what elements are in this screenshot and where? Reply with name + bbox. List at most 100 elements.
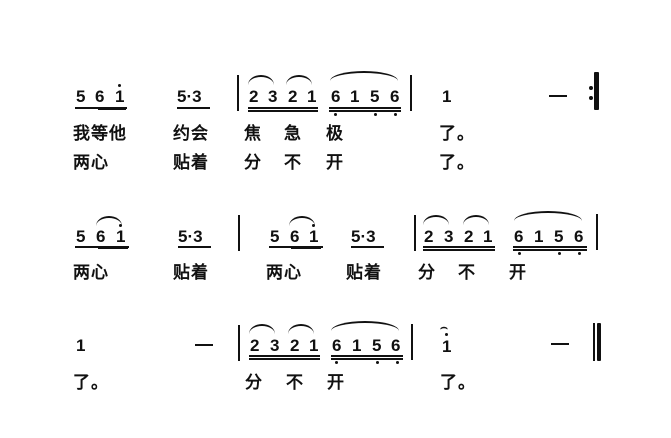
sixteenth-beam [98, 109, 126, 110]
sixteenth-beam [329, 107, 401, 109]
eighth-beam [351, 246, 384, 248]
note: 1 [442, 87, 452, 106]
sixteenth-beam [249, 355, 320, 357]
final-barline-thick [597, 323, 601, 361]
lyric: 分 [418, 263, 436, 283]
lyric: 急 [284, 124, 302, 144]
barline [237, 75, 239, 111]
lyric: 我等他 [73, 124, 127, 144]
slur [289, 216, 315, 226]
note: 1 [483, 227, 493, 246]
slur [423, 215, 449, 225]
lyric: 不 [458, 263, 476, 283]
low-octave-dot [374, 113, 377, 116]
slur [288, 324, 314, 334]
note: 6 [332, 336, 342, 355]
low-octave-dot [335, 361, 338, 364]
note: 5 [76, 87, 86, 106]
sixteenth-beam [513, 246, 587, 248]
lyric: 分 [245, 373, 263, 393]
lyric: 了。 [439, 124, 475, 144]
note: 1 [309, 336, 319, 355]
sixteenth-beam [248, 107, 318, 109]
eighth-beam [75, 107, 127, 109]
eighth-beam [75, 246, 129, 248]
lyric: 贴着 [173, 153, 209, 173]
lyric: 焦 [244, 124, 262, 144]
lyric: 两心 [73, 263, 109, 283]
note: 6 [514, 227, 524, 246]
lyric: 开 [326, 153, 344, 173]
extension-dash [551, 343, 569, 345]
lyric: 贴着 [173, 263, 209, 283]
barline [410, 75, 412, 111]
note: 5·3 [177, 87, 202, 106]
sixteenth-beam [291, 248, 321, 249]
note: 2 [424, 227, 434, 246]
low-octave-dot [396, 361, 399, 364]
note: 1 [307, 87, 317, 106]
sixteenth-beam [331, 355, 403, 357]
note: 6 [574, 227, 584, 246]
note: 6 [290, 227, 300, 246]
sixteenth-beam [423, 246, 495, 248]
low-octave-dot [578, 252, 581, 255]
low-octave-dot [334, 113, 337, 116]
low-octave-dot [376, 361, 379, 364]
sixteenth-beam [423, 249, 495, 251]
sixteenth-beam [249, 358, 320, 360]
lyric: 了。 [73, 373, 109, 393]
low-octave-dot [558, 252, 561, 255]
lyric: 贴着 [346, 263, 382, 283]
repeat-barline [594, 72, 599, 110]
repeat-dot [589, 96, 593, 100]
slur [514, 211, 582, 221]
note: 6 [95, 87, 105, 106]
lyric: 开 [509, 263, 527, 283]
fermata-icon: ⌢ [440, 320, 448, 334]
slur [96, 216, 122, 226]
low-octave-dot [394, 113, 397, 116]
lyric: 两心 [266, 263, 302, 283]
slur [248, 75, 274, 85]
slur [331, 321, 399, 331]
note: 6 [331, 87, 341, 106]
note: 1 [352, 336, 362, 355]
note: 2 [288, 87, 298, 106]
extension-dash [195, 344, 213, 346]
sixteenth-beam [329, 110, 401, 112]
sixteenth-beam [98, 248, 128, 249]
note: 6 [390, 87, 400, 106]
lyric: 两心 [73, 153, 109, 173]
note: 1 [350, 87, 360, 106]
barline [238, 325, 240, 361]
lyric: 约会 [173, 124, 209, 144]
note: 5·3 [178, 227, 203, 246]
note: 5 [372, 336, 382, 355]
slur [286, 75, 312, 85]
note: 6 [96, 227, 106, 246]
barline [411, 324, 413, 360]
barline [414, 215, 416, 251]
high-octave-dot [118, 84, 121, 87]
high-octave-dot [445, 333, 448, 336]
eighth-beam [269, 246, 323, 248]
note: 5 [270, 227, 280, 246]
note: 1 [116, 227, 126, 246]
note: 3 [270, 336, 280, 355]
lyric: 了。 [439, 153, 475, 173]
lyric: 不 [286, 373, 304, 393]
slur [249, 324, 275, 334]
note: 5·3 [351, 227, 376, 246]
low-octave-dot [518, 252, 521, 255]
note: 5 [554, 227, 564, 246]
lyric: 不 [284, 153, 302, 173]
note: 5 [370, 87, 380, 106]
note: 2 [250, 336, 260, 355]
note: 3 [444, 227, 454, 246]
high-octave-dot [119, 224, 122, 227]
note: 1 [442, 337, 452, 356]
note: 1 [534, 227, 544, 246]
barline [238, 215, 240, 251]
